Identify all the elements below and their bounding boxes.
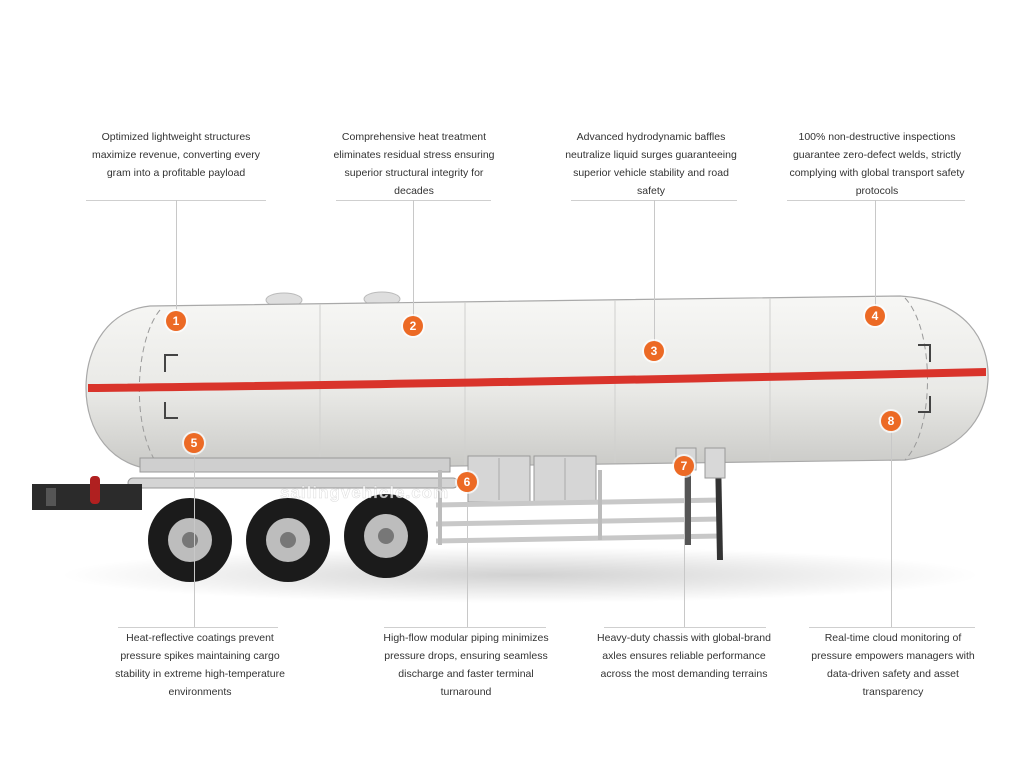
pipe-rail (435, 533, 721, 544)
wheel-3 (344, 494, 428, 578)
chassis-frame (139, 457, 451, 473)
callout-rule (384, 627, 546, 628)
feature-marker-6[interactable]: 6 (457, 472, 477, 492)
tank-bracket (164, 354, 178, 372)
leader-line-1 (176, 200, 177, 310)
callout-rule (118, 627, 278, 628)
feature-8-text: Real-time cloud monitoring of pressure e… (811, 632, 975, 698)
rear-head-seam (904, 297, 928, 461)
front-head-seam (138, 309, 161, 469)
feature-2-text: Comprehensive heat treatment eliminates … (333, 131, 495, 197)
red-stripe (88, 368, 986, 392)
feature-marker-8[interactable]: 8 (881, 411, 901, 431)
feature-marker-5[interactable]: 5 (184, 433, 204, 453)
landing-leg-box (704, 447, 726, 479)
feature-7-text: Heavy-duty chassis with global-brand axl… (597, 632, 771, 680)
leader-line-3 (654, 200, 655, 343)
feature-marker-4[interactable]: 4 (865, 306, 885, 326)
rear-bumper-light (46, 488, 56, 506)
leader-line-7 (684, 474, 685, 627)
leader-line-8 (891, 430, 892, 627)
leader-line-2 (413, 200, 414, 317)
watermark: sailingvehicle.com (280, 483, 449, 502)
feature-6-text: High-flow modular piping minimizes press… (383, 632, 549, 698)
pipe-rail (435, 497, 721, 508)
fire-extinguisher (90, 476, 100, 504)
feature-marker-7[interactable]: 7 (674, 456, 694, 476)
feature-4-text: 100% non-destructive inspections guarant… (789, 131, 965, 197)
wheel-1 (148, 498, 232, 582)
leader-line-5 (194, 452, 195, 627)
tank-bracket (918, 396, 931, 413)
callout-rule (604, 627, 766, 628)
feature-marker-2[interactable]: 2 (403, 316, 423, 336)
feature-marker-1[interactable]: 1 (166, 311, 186, 331)
tank-bracket (918, 344, 931, 362)
tank-bracket (164, 402, 178, 419)
feature-3-text: Advanced hydrodynamic baffles neutralize… (565, 131, 737, 197)
feature-1-text: Optimized lightweight structures maximiz… (91, 131, 261, 179)
callout-rule (809, 627, 975, 628)
callout-rule (787, 200, 965, 201)
leader-line-4 (875, 200, 876, 308)
feature-marker-3[interactable]: 3 (644, 341, 664, 361)
wheel-2 (246, 498, 330, 582)
pipe-rail (435, 516, 721, 527)
feature-5-text: Heat-reflective coatings prevent pressur… (115, 632, 285, 698)
leader-line-6 (467, 492, 468, 627)
